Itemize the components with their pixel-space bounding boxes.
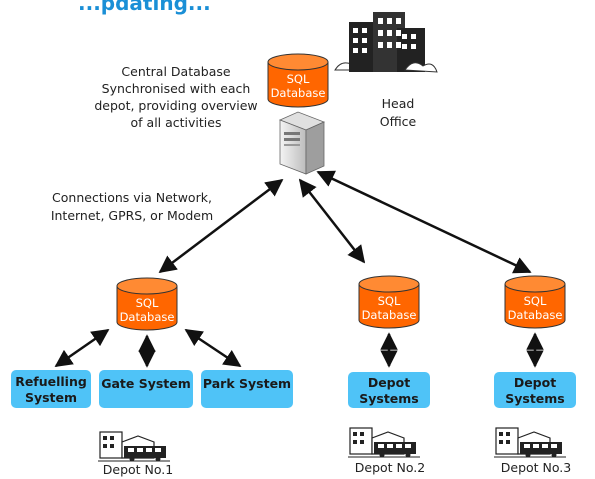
link-hq-depot2	[298, 178, 366, 264]
head-office-label-1: Head	[382, 96, 415, 111]
depot1-database-icon: SQL Database	[116, 277, 178, 331]
central-db-desc-3: depot, providing overview	[94, 98, 257, 113]
head-office-building-icon	[334, 12, 438, 73]
central-db-desc-1: Central Database	[121, 64, 230, 79]
link-hq-depot1	[158, 178, 284, 274]
connections-note-2: Internet, GPRS, or Modem	[51, 208, 213, 223]
depot3-systems-label-2: Systems	[505, 391, 565, 406]
central-db-desc-4: of all activities	[131, 115, 222, 130]
depot1-db-label-2: Database	[120, 310, 175, 324]
park-system-box: Park System	[201, 370, 293, 408]
depot2-systems-label-2: Systems	[359, 391, 419, 406]
depot3-systems-box: Depot Systems	[494, 372, 576, 408]
park-system-label: Park System	[203, 376, 291, 391]
depot3-label: Depot No.3	[501, 460, 571, 475]
depot3-building-icon	[494, 427, 566, 458]
depot2-systems-box: Depot Systems	[348, 372, 430, 408]
depot1-building-icon	[98, 431, 170, 462]
refuelling-system-label-2: System	[25, 390, 77, 405]
depot2-db-label-1: SQL	[378, 294, 401, 308]
depot3-db-label-1: SQL	[524, 294, 547, 308]
depot3-database-icon: SQL Database	[504, 275, 566, 329]
depot2-systems-label-1: Depot	[368, 375, 410, 390]
link-depot1-refuelling	[54, 328, 110, 368]
gate-system-box: Gate System	[99, 370, 193, 408]
connections-note-1: Connections via Network,	[52, 190, 212, 205]
depot2-database-icon: SQL Database	[358, 275, 420, 329]
central-db-label-2: Database	[271, 86, 326, 100]
server-tower-icon	[278, 111, 326, 175]
depot3-systems-label-1: Depot	[514, 375, 556, 390]
refuelling-system-box: Refuelling System	[11, 370, 91, 408]
depot1-db-label-1: SQL	[136, 296, 159, 310]
central-database-icon: SQL Database	[267, 53, 329, 108]
depot2-building-icon	[348, 427, 420, 458]
link-hq-depot3	[316, 170, 532, 274]
page-title: ...pdating...	[78, 0, 211, 15]
refuelling-system-label-1: Refuelling	[15, 374, 87, 389]
central-db-label-1: SQL	[287, 72, 310, 86]
depot2-label: Depot No.2	[355, 460, 425, 475]
depot3-db-label-2: Database	[508, 308, 563, 322]
depot2-db-label-2: Database	[362, 308, 417, 322]
head-office-label-2: Office	[380, 114, 417, 129]
central-db-desc-2: Synchronised with each	[102, 81, 251, 96]
depot1-label: Depot No.1	[103, 462, 173, 477]
link-depot1-park	[184, 328, 242, 368]
gate-system-label: Gate System	[101, 376, 191, 391]
